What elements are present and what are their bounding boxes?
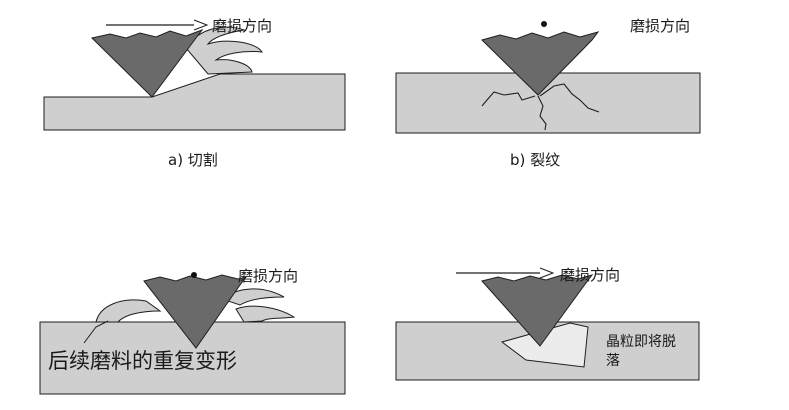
leader-line xyxy=(83,320,109,344)
direction-label: 磨损方向 xyxy=(560,266,621,284)
abrasive-grain xyxy=(481,274,594,347)
workpiece xyxy=(43,73,346,131)
deformation-diagram xyxy=(39,272,346,395)
arrow-head xyxy=(539,267,555,279)
crack-left xyxy=(481,91,536,107)
material-chip xyxy=(185,26,263,75)
crack-down xyxy=(537,95,547,131)
cutting-diagram xyxy=(43,19,346,131)
arrow-head xyxy=(193,19,209,31)
abrasive-grain xyxy=(143,274,248,349)
abrasive-grain xyxy=(90,28,204,98)
crack-diagram xyxy=(395,21,701,134)
panel-grain-detach: 磨损方向 晶粒即将脱 落 xyxy=(390,205,789,410)
grain-detach-diagram xyxy=(395,267,700,381)
panel-cutting: 磨损方向 a) 切割 xyxy=(0,0,390,200)
direction-label: 磨损方向 xyxy=(212,17,273,35)
caption-crack: b) 裂纹 xyxy=(510,151,561,169)
crack-right xyxy=(539,83,600,113)
direction-label: 磨损方向 xyxy=(630,17,691,35)
direction-label: 磨损方向 xyxy=(238,267,299,285)
caption-cutting: a) 切割 xyxy=(168,151,218,169)
panel-crack: 磨损方向 b) 裂纹 xyxy=(390,0,789,200)
grain-annotation-line1: 晶粒即将脱 xyxy=(606,334,676,350)
dot-marker xyxy=(541,21,547,27)
panel-deformation: 磨损方向 后续磨料的重复变形 xyxy=(0,205,390,410)
left-pileup xyxy=(95,299,162,323)
dot-marker xyxy=(191,272,197,278)
loose-grain xyxy=(500,322,589,368)
deformation-annotation: 后续磨料的重复变形 xyxy=(48,349,237,373)
right-lip-upper xyxy=(220,288,285,306)
right-lip-lower xyxy=(235,305,296,323)
grain-annotation-line2: 落 xyxy=(606,353,620,369)
abrasive-grain xyxy=(481,31,600,96)
